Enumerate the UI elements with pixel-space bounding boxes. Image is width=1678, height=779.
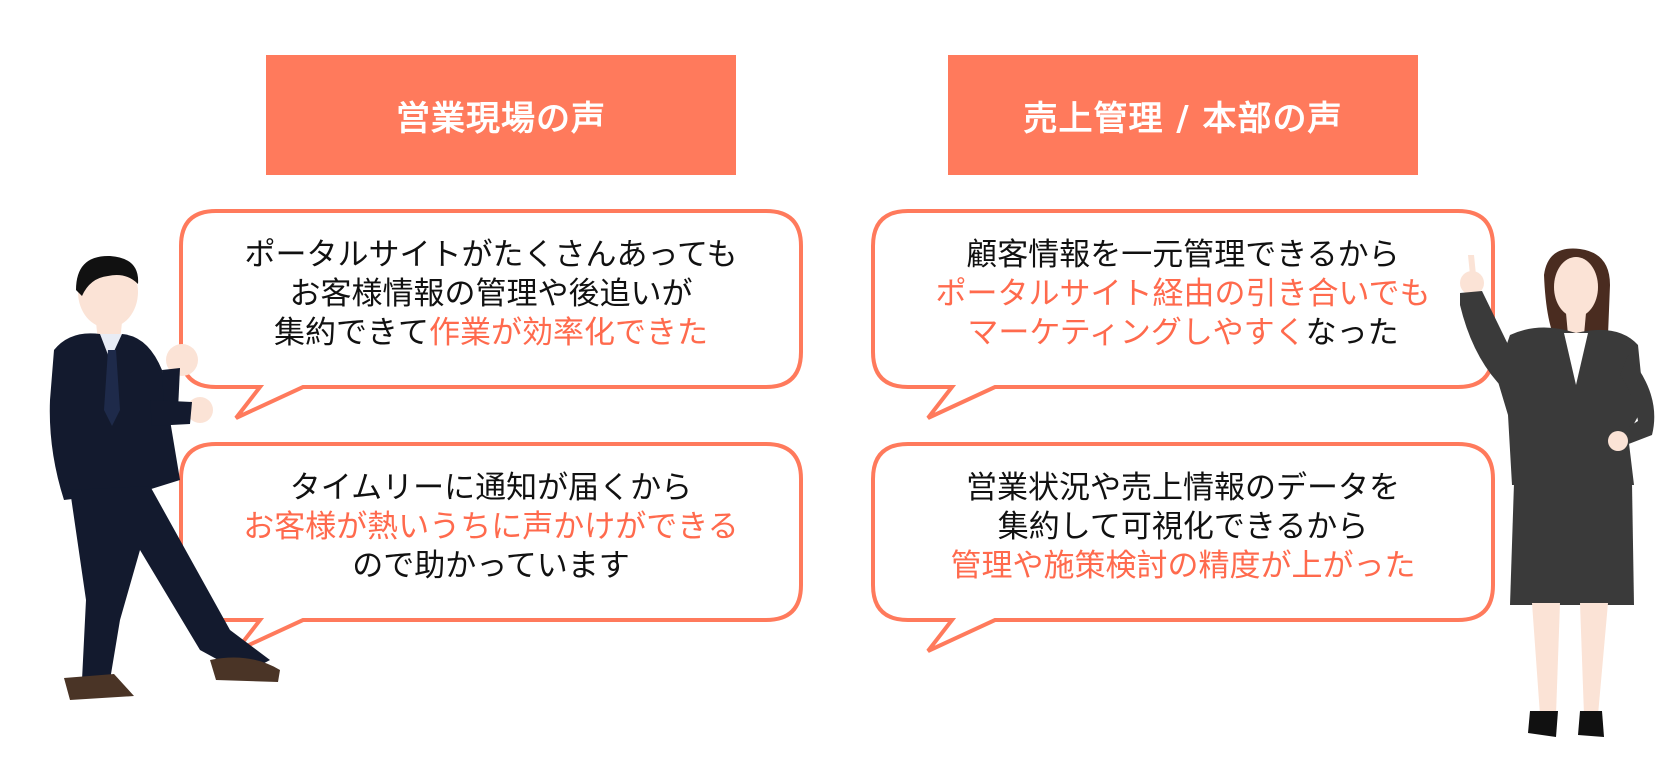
bubble-line: お客様が熱いうちに声かけができる (198, 508, 784, 547)
bubble-line: 営業状況や売上情報のデータを (890, 469, 1476, 508)
businessman-illustration (49, 255, 280, 700)
speech-bubble-left-2: タイムリーに通知が届くからお客様が熱いうちに声かけができるので助かっています (178, 441, 804, 653)
bubble-text: ポータルサイトがたくさんあってもお客様情報の管理や後追いが集約できて作業が効率化… (198, 236, 784, 353)
plain-text: ので助かっています (352, 548, 630, 584)
speech-bubble-shape (179, 442, 803, 653)
bubble-line: ので助かっています (198, 547, 784, 586)
bubble-text: 営業状況や売上情報のデータを集約して可視化できるから管理や施策検討の精度が上がっ… (890, 469, 1476, 586)
header-sales-management-label: 売上管理 / 本部の声 (1023, 98, 1343, 139)
speech-bubble-left-1: ポータルサイトがたくさんあってもお客様情報の管理や後追いが集約できて作業が効率化… (178, 208, 804, 420)
header-sales-management: 売上管理 / 本部の声 (948, 55, 1418, 175)
plain-text: なった (1305, 315, 1399, 351)
plain-text: 集約できて (274, 315, 429, 351)
speech-bubble-right-1: 顧客情報を一元管理できるからポータルサイト経由の引き合いでもマーケティングしやす… (870, 208, 1496, 420)
header-sales-field: 営業現場の声 (266, 55, 736, 175)
speech-bubble-shape (871, 209, 1495, 420)
bubble-line: 顧客情報を一元管理できるから (890, 236, 1476, 275)
highlighted-text: マーケティングしやすく (967, 315, 1306, 351)
header-sales-field-label: 営業現場の声 (396, 98, 606, 139)
plain-text: ポータルサイトがたくさんあっても (244, 237, 738, 273)
businesswoman-illustration (1460, 248, 1655, 737)
bubble-line: 管理や施策検討の精度が上がった (890, 547, 1476, 586)
speech-bubble-shape (179, 209, 803, 420)
bubble-line: ポータルサイトがたくさんあっても (198, 236, 784, 275)
bubble-line: 集約して可視化できるから (890, 508, 1476, 547)
plain-text: タイムリーに通知が届くから (289, 470, 693, 506)
plain-text: 顧客情報を一元管理できるから (966, 237, 1400, 273)
highlighted-text: ポータルサイト経由の引き合いでも (935, 276, 1431, 312)
highlighted-text: 作業が効率化できた (429, 315, 708, 351)
plain-text: 営業状況や売上情報のデータを (966, 470, 1400, 506)
bubble-text: 顧客情報を一元管理できるからポータルサイト経由の引き合いでもマーケティングしやす… (890, 236, 1476, 353)
bubble-line: タイムリーに通知が届くから (198, 469, 784, 508)
highlighted-text: 管理や施策検討の精度が上がった (950, 548, 1416, 584)
bubble-line: お客様情報の管理や後追いが (198, 275, 784, 314)
speech-bubble-shape (871, 442, 1495, 653)
bubble-text: タイムリーに通知が届くからお客様が熱いうちに声かけができるので助かっています (198, 469, 784, 586)
bubble-line: ポータルサイト経由の引き合いでも (890, 275, 1476, 314)
bubble-line: 集約できて作業が効率化できた (198, 314, 784, 353)
plain-text: お客様情報の管理や後追いが (289, 276, 693, 312)
plain-text: 集約して可視化できるから (997, 509, 1369, 545)
speech-bubble-right-2: 営業状況や売上情報のデータを集約して可視化できるから管理や施策検討の精度が上がっ… (870, 441, 1496, 653)
highlighted-text: お客様が熱いうちに声かけができる (243, 509, 739, 545)
bubble-line: マーケティングしやすくなった (890, 314, 1476, 353)
